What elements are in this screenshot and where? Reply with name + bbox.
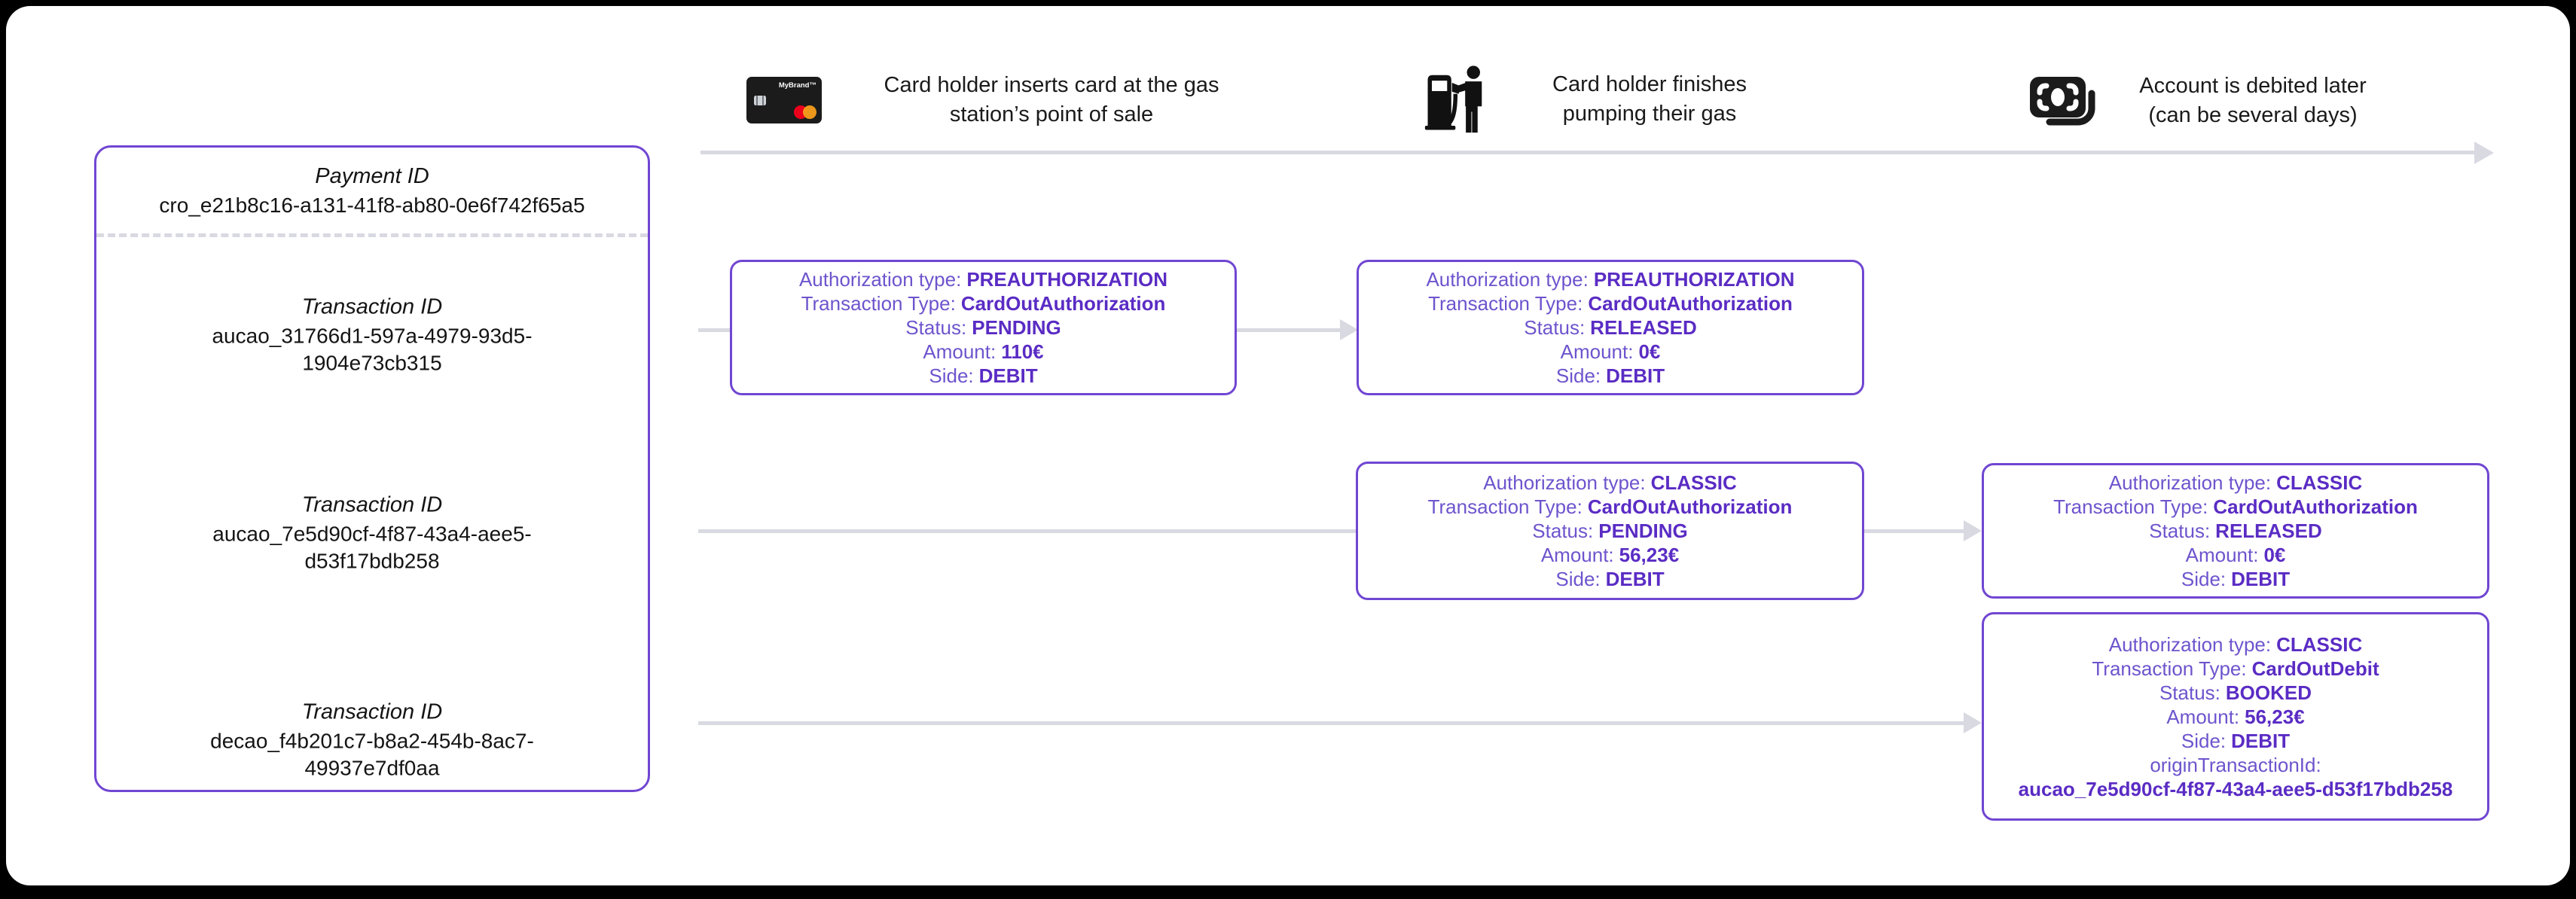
step-caption: Card holder inserts card at the gas stat… [884, 73, 1219, 126]
card-field: Side:DEBIT [1555, 568, 1665, 590]
card-brand-label: MyBrand™ [779, 81, 816, 90]
card-field: Transaction Type:CardOutAuthorization [801, 292, 1166, 315]
payment-id-label: Payment ID [315, 164, 429, 188]
transaction-id-label: Transaction ID [301, 492, 443, 517]
step-pumping-finished: Card holder finishes pumping their gas [1424, 65, 1763, 134]
card-field: Amount:0€ [2185, 544, 2286, 566]
connector-row1-line [1237, 328, 1340, 332]
dashed-divider [96, 233, 648, 237]
connector-row1-arrowhead-icon [1340, 319, 1358, 340]
card-field: Transaction Type:CardOutAuthorization [1428, 292, 1793, 315]
step-account-debited: Account is debited later (can be several… [2028, 74, 2388, 127]
transaction-id-block: Transaction ID aucao_31766d1-597a-4979-9… [96, 294, 648, 377]
card-field: Amount:56,23€ [2166, 705, 2305, 728]
card-field: Amount:56,23€ [1540, 544, 1680, 566]
card-field: Status:PENDING [1532, 520, 1688, 542]
connector-row1-stub [698, 328, 731, 332]
card-field: Transaction Type:CardOutAuthorization [2053, 495, 2418, 518]
transaction-id-value: decao_f4b201c7-b8a2-454b-8ac7-49937e7df0… [210, 729, 534, 780]
transaction-id-block: Transaction ID decao_f4b201c7-b8a2-454b-… [96, 699, 648, 782]
transaction-card: Authorization type:CLASSIC Transaction T… [1982, 463, 2489, 599]
transaction-card: Authorization type:CLASSIC Transaction T… [1982, 612, 2489, 821]
connector-row2-line [1864, 529, 1964, 533]
card-field: Authorization type:PREAUTHORIZATION [798, 268, 1168, 291]
timeline-line [700, 151, 2474, 154]
card-field: Status:BOOKED [2159, 681, 2312, 704]
transaction-id-label: Transaction ID [301, 699, 443, 724]
connector-row2-arrowhead-icon [1964, 520, 1982, 541]
transaction-id-value: aucao_7e5d90cf-4f87-43a4-aee5-d53f17bdb2… [212, 522, 532, 573]
transaction-card: Authorization type:CLASSIC Transaction T… [1356, 462, 1864, 600]
transaction-id-block: Transaction ID aucao_7e5d90cf-4f87-43a4-… [96, 492, 648, 575]
card-field: Side:DEBIT [1555, 364, 1665, 387]
card-field: Transaction Type:CardOutDebit [2092, 657, 2379, 680]
card-field: Authorization type:CLASSIC [1483, 471, 1737, 494]
credit-card-icon: MyBrand™ [746, 76, 823, 124]
payment-id-block: Payment ID cro_e21b8c16-a131-41f8-ab80-0… [96, 163, 648, 219]
transaction-id-value: aucao_31766d1-597a-4979-93d5-1904e73cb31… [212, 324, 533, 375]
card-field: Status:RELEASED [2149, 520, 2322, 542]
timeline-arrowhead-icon [2474, 142, 2494, 164]
step-caption: Account is debited later (can be several… [2139, 74, 2367, 127]
card-field: Transaction Type:CardOutAuthorization [1427, 495, 1793, 518]
transaction-card: Authorization type:PREAUTHORIZATION Tran… [730, 260, 1237, 395]
card-field: Authorization type:PREAUTHORIZATION [1426, 268, 1795, 291]
card-field: Amount:110€ [923, 340, 1044, 363]
card-field: Side:DEBIT [2181, 729, 2291, 752]
transaction-id-label: Transaction ID [301, 294, 443, 319]
connector-row2-stub [698, 529, 1357, 533]
card-field: Side:DEBIT [929, 364, 1038, 387]
card-field: Authorization type:CLASSIC [2108, 471, 2363, 494]
card-field: Status:PENDING [905, 316, 1061, 339]
payment-id-value: cro_e21b8c16-a131-41f8-ab80-0e6f742f65a5 [159, 194, 585, 217]
step-caption: Card holder finishes pumping their gas [1552, 72, 1747, 126]
payment-panel: Payment ID cro_e21b8c16-a131-41f8-ab80-0… [94, 145, 650, 792]
connector-row3-arrowhead-icon [1964, 712, 1982, 733]
transaction-card: Authorization type:PREAUTHORIZATION Tran… [1357, 260, 1864, 395]
card-field: aucao_7e5d90cf-4f87-43a4-aee5-d53f17bdb2… [2018, 777, 2453, 800]
gas-pump-icon [1424, 65, 1493, 134]
card-field: Side:DEBIT [2181, 568, 2291, 590]
banknote-icon [2028, 75, 2096, 126]
card-field: Status:RELEASED [1524, 316, 1697, 339]
step-card-inserted: MyBrand™ Card holder inserts card at the… [746, 71, 1240, 130]
card-field: originTransactionId: [2150, 753, 2321, 776]
card-field: Authorization type:CLASSIC [2108, 632, 2363, 656]
connector-row3-line [698, 721, 1964, 725]
card-field: Amount:0€ [1560, 340, 1661, 363]
